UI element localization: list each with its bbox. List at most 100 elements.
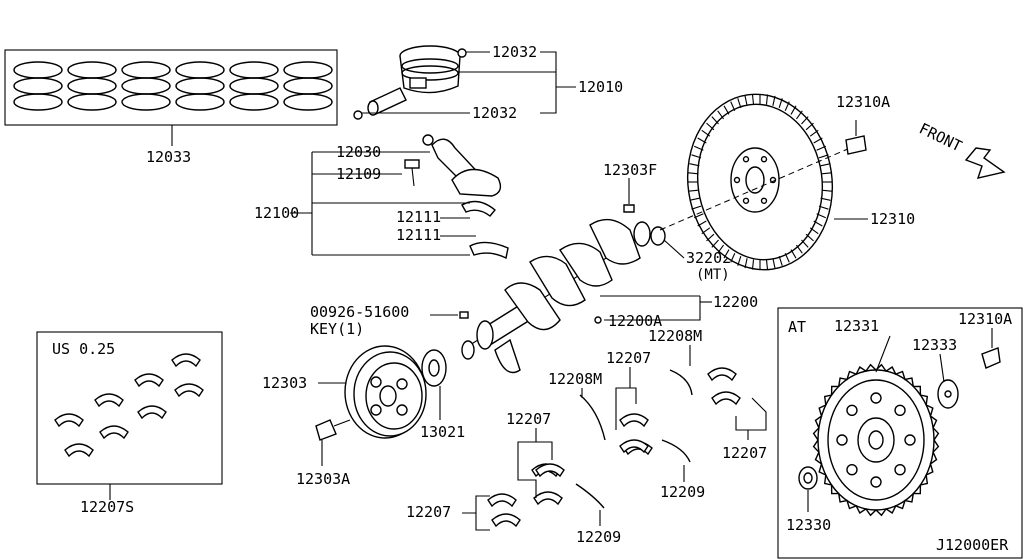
- label-12303: 12303: [262, 374, 307, 392]
- piston-ring-set: [4, 49, 338, 126]
- ring-gear-tooth: [689, 163, 700, 167]
- label-us-025: US 0.25: [52, 340, 115, 358]
- label-12032-bottom: 12032: [472, 104, 517, 122]
- ring-gear-tooth: [711, 116, 719, 125]
- bolt-hole: [733, 176, 741, 184]
- ring-gear-tooth: [744, 258, 748, 269]
- bearing-shell: [54, 413, 84, 428]
- bearing-shell: [64, 443, 94, 458]
- plate-hole: [904, 434, 916, 446]
- piston-ring: [229, 61, 279, 79]
- piston-ring: [67, 77, 117, 95]
- label-12111-upper: 12111: [396, 208, 441, 226]
- piston-assembly: [353, 45, 467, 120]
- ring-gear-tooth: [795, 244, 803, 254]
- drive-plate-teeth: [812, 363, 940, 517]
- ring-gear-tooth: [784, 101, 790, 111]
- ring-gear-tooth: [821, 189, 832, 192]
- bearing-shell: [99, 425, 129, 440]
- label-12333: 12333: [912, 336, 957, 354]
- bearing-shell: [134, 373, 164, 388]
- ring-gear-tooth: [790, 249, 797, 259]
- bolt-hole: [760, 156, 768, 163]
- bearing-shell: [174, 383, 204, 398]
- us-box-frame: [36, 331, 223, 485]
- ring-gear-tooth: [688, 189, 699, 192]
- label-12109: 12109: [336, 165, 381, 183]
- bearing-shell: [137, 405, 167, 420]
- label-12111-lower: 12111: [396, 226, 441, 244]
- ring-gear-tooth: [801, 239, 809, 248]
- label-12100: 12100: [254, 204, 299, 222]
- undersize-bearing-set: US 0.25: [36, 331, 223, 485]
- pilot-converter: [798, 466, 818, 490]
- drive-plate-bolt: [981, 347, 1001, 369]
- ring-gear-tooth: [744, 95, 748, 106]
- front-label: FRONT: [916, 119, 964, 155]
- main-bearing-shell: [619, 439, 649, 454]
- piston-ring: [67, 93, 117, 111]
- bolt-hole: [742, 197, 750, 204]
- label-12209-right: 12209: [660, 483, 705, 501]
- plate-hole: [894, 404, 906, 417]
- ring-gear-tooth: [816, 213, 826, 219]
- ring-gear-tooth: [809, 227, 819, 235]
- ring-gear-tooth: [772, 258, 776, 269]
- ring-gear-tooth: [723, 249, 730, 259]
- label-12032-top: 12032: [492, 43, 537, 61]
- label-12310: 12310: [870, 210, 915, 228]
- label-12010: 12010: [578, 78, 623, 96]
- label-12330: 12330: [786, 516, 831, 534]
- key: [459, 311, 469, 319]
- main-bearing-shell: [491, 513, 521, 528]
- ring-gear-tooth: [818, 154, 829, 159]
- piston-ring: [175, 77, 225, 95]
- ring-gear-tooth: [820, 163, 831, 167]
- crank-pulley: [344, 345, 427, 439]
- plate-hole: [870, 392, 882, 404]
- ring-gear-tooth: [730, 253, 736, 263]
- label-12208M-left: 12208M: [548, 370, 602, 388]
- ring-gear-tooth: [688, 172, 699, 175]
- ring-gear-tooth: [706, 233, 715, 242]
- label-12310A: 12310A: [836, 93, 890, 111]
- ring-gear-tooth: [820, 197, 831, 201]
- piston-ring: [175, 61, 225, 79]
- main-bearings: [487, 367, 741, 528]
- ring-gear-tooth: [805, 233, 814, 242]
- piston-ring: [121, 77, 171, 95]
- ring-gear-tooth: [717, 110, 725, 120]
- ring-gear-tooth: [813, 220, 823, 227]
- at-box-frame: [777, 307, 1023, 559]
- pulley-bolt: [315, 419, 337, 441]
- ring-gear-tooth: [818, 205, 829, 210]
- ring-gear-tooth: [813, 137, 823, 144]
- ring-gear-tooth: [765, 94, 769, 105]
- flywheel-mt: [686, 93, 834, 271]
- ring-gear-tooth: [694, 213, 704, 219]
- main-bearing-shell: [711, 391, 741, 406]
- piston-ring: [283, 93, 333, 111]
- label-32202-mt: (MT): [696, 267, 730, 283]
- ring-gear-tooth: [751, 94, 755, 105]
- crank-sprocket: [421, 349, 447, 387]
- bolt-hole: [742, 156, 750, 163]
- ring-gear-tooth: [723, 105, 730, 115]
- ring-gear-tooth: [689, 197, 700, 201]
- ring-gear-tooth: [706, 122, 715, 131]
- ring-gear-tooth: [795, 110, 803, 120]
- pilot-bushing: [650, 226, 666, 246]
- plate-hole: [836, 434, 848, 446]
- ring-gear-tooth: [701, 227, 711, 235]
- ring-gear-tooth: [809, 129, 819, 137]
- bearing-shell: [94, 393, 124, 408]
- main-bearing-shell: [533, 491, 563, 506]
- piston-ring: [13, 61, 63, 79]
- piston-ring: [175, 93, 225, 111]
- bolt-hole: [760, 197, 768, 204]
- drive-plate-at: AT: [777, 307, 1023, 559]
- ring-gear-tooth: [765, 259, 769, 270]
- piston-ring: [121, 61, 171, 79]
- ring-gear-tooth: [711, 239, 719, 248]
- ring-gear-tooth: [816, 145, 826, 151]
